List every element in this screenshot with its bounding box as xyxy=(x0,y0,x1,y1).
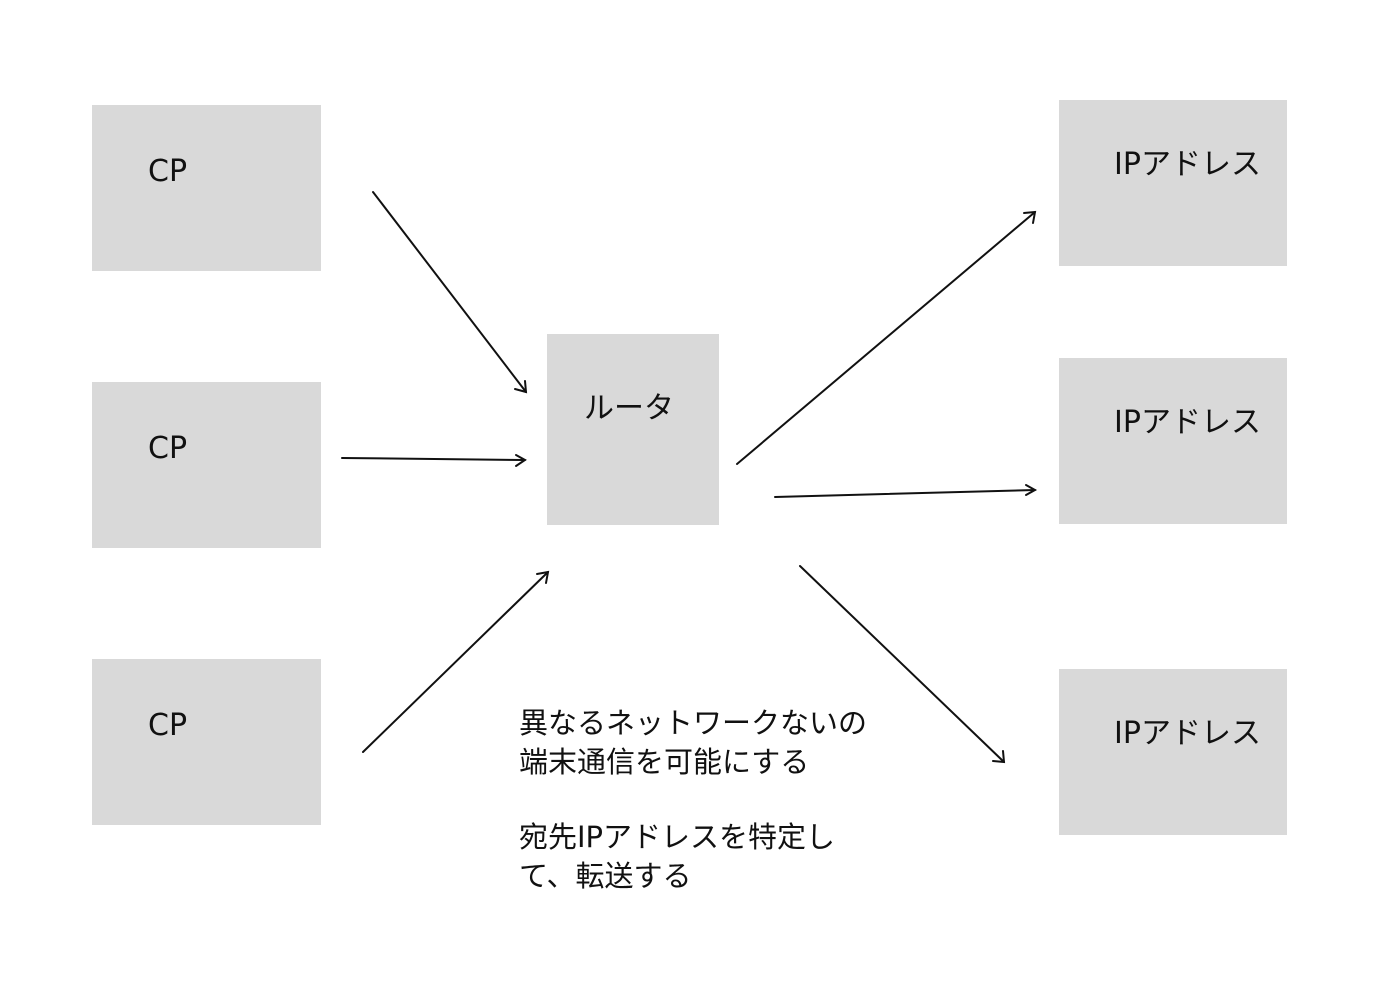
ip-address-node-1: IPアドレス xyxy=(1059,100,1287,266)
router-description-note: 異なるネットワークないの端末通信を可能にする xyxy=(519,706,868,779)
arrow-cp1-to-router xyxy=(372,191,528,394)
arrow-router-to-ip1 xyxy=(736,210,1037,465)
router-node: ルータ xyxy=(547,334,719,525)
router-node-label: ルータ xyxy=(584,391,674,426)
cp-node-label: CP xyxy=(148,154,188,189)
ip-address-node-label: IPアドレス xyxy=(1114,716,1261,751)
cp-node-1: CP xyxy=(92,105,321,271)
forwarding-description-note: 宛先IPアドレスを特定して、転送する xyxy=(519,820,836,893)
cp-node-3: CP xyxy=(92,659,321,825)
ip-address-node-2: IPアドレス xyxy=(1059,358,1287,524)
cp-node-label: CP xyxy=(148,708,188,743)
ip-address-node-label: IPアドレス xyxy=(1114,147,1261,182)
ip-address-node-3: IPアドレス xyxy=(1059,669,1287,835)
cp-node-label: CP xyxy=(148,431,188,466)
arrow-router-to-ip2 xyxy=(774,484,1038,498)
arrow-cp2-to-router xyxy=(341,454,527,467)
ip-address-node-label: IPアドレス xyxy=(1114,405,1261,440)
cp-node-2: CP xyxy=(92,382,321,548)
